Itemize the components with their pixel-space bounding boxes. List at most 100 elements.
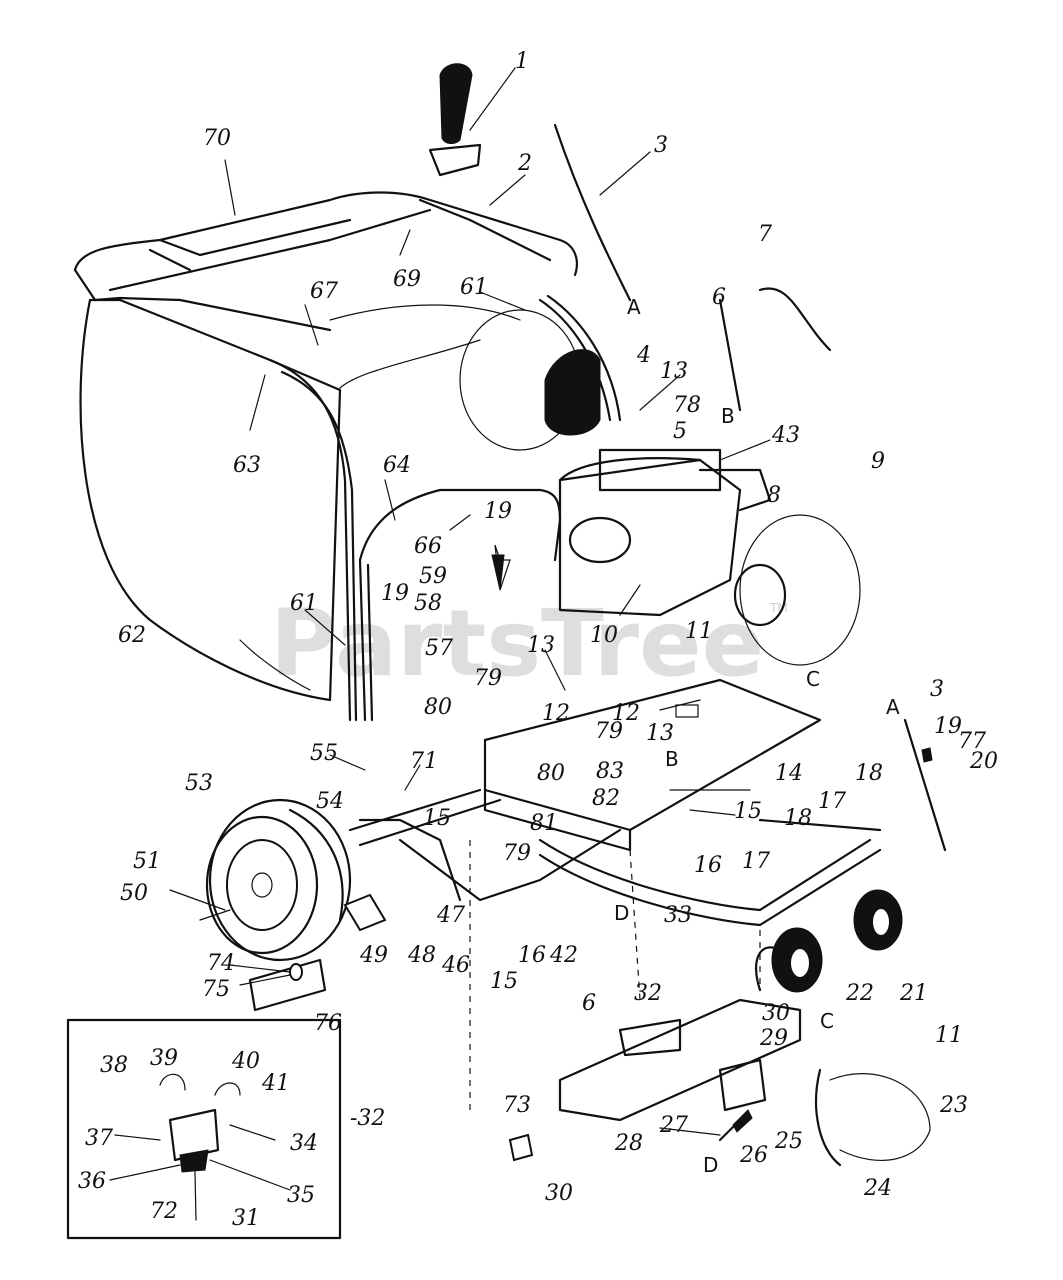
callout-29: 29 — [759, 1026, 788, 1051]
guide-lines — [469, 840, 761, 1110]
callout-24: 24 — [863, 1176, 892, 1201]
callout-B: B — [721, 404, 735, 428]
callout-61-left: 61 — [290, 591, 318, 616]
callout-58: 58 — [414, 591, 442, 616]
callout-43: 43 — [771, 423, 800, 448]
callout-53: 53 — [185, 771, 213, 796]
handle-frame — [268, 294, 622, 722]
callout-A: A — [627, 295, 641, 319]
callout-73: 73 — [503, 1093, 531, 1118]
callout-13-c: 13 — [646, 721, 674, 746]
callout-79-b: 79 — [595, 719, 623, 744]
callout-C: C — [806, 667, 820, 691]
callout-28: 28 — [614, 1131, 643, 1156]
deck-plate — [483, 678, 822, 852]
callout-36: 36 — [78, 1169, 106, 1194]
callout-80: 80 — [424, 695, 452, 720]
callout-9: 9 — [871, 449, 885, 474]
callout-2: 2 — [517, 151, 532, 176]
callout-17-b: 17 — [742, 849, 770, 874]
inset-box — [66, 1018, 342, 1240]
callout-51: 51 — [133, 849, 161, 874]
callout-59: 59 — [419, 564, 447, 589]
leader-lines — [109, 67, 771, 1191]
callout-79: 79 — [474, 666, 502, 691]
callout-33: 33 — [664, 903, 692, 928]
front-assembly — [558, 946, 931, 1167]
callout-10: 10 — [590, 623, 618, 648]
callout-C-lower: C — [820, 1009, 834, 1033]
callout-6-b: 6 — [582, 991, 596, 1016]
callout-76: 76 — [314, 1011, 342, 1036]
callout-21: 21 — [899, 981, 928, 1006]
callout-22: 22 — [845, 981, 874, 1006]
callout-48: 48 — [407, 943, 436, 968]
impeller-housing — [733, 514, 861, 666]
callout-3: 3 — [654, 133, 668, 158]
callout-32: 32 — [634, 981, 662, 1006]
callout-41: 41 — [261, 1071, 290, 1096]
callout-74: 74 — [207, 951, 235, 976]
callout-61: 61 — [460, 275, 488, 300]
callout-31: 31 — [232, 1206, 260, 1231]
callout-27: 27 — [659, 1113, 688, 1138]
bag-frame-top — [73, 191, 578, 332]
callout-83: 83 — [596, 759, 624, 784]
callout-63: 63 — [233, 453, 261, 478]
bracket-76 — [248, 958, 327, 1012]
callout-19-right: 19 — [934, 714, 962, 739]
callout-A-right: A — [886, 695, 900, 719]
callout-30-b: 30 — [545, 1181, 573, 1206]
callout-66: 66 — [414, 534, 442, 559]
callout-75: 75 — [202, 977, 230, 1002]
callout-13-b: 13 — [527, 633, 555, 658]
callout-labels: 1 2 3 70 69 7 6 67 61 A 4 13 78 63 64 5 … — [78, 49, 998, 1231]
callout-38: 38 — [100, 1053, 128, 1078]
callout-16: 16 — [694, 853, 722, 878]
callout-5: 5 — [673, 419, 687, 444]
callout-67: 67 — [310, 279, 338, 304]
callout-54: 54 — [316, 789, 344, 814]
callout-77: 77 — [958, 729, 986, 754]
callout-18-b: 18 — [784, 806, 812, 831]
chassis — [348, 788, 882, 927]
rear-wheel — [205, 798, 352, 962]
callout-49: 49 — [359, 943, 388, 968]
callout-26: 26 — [739, 1143, 768, 1168]
callout-D: D — [614, 901, 629, 925]
callout-6: 6 — [712, 285, 726, 310]
callout-20: 20 — [969, 749, 998, 774]
callout-19-left: 19 — [381, 581, 409, 606]
callout-11: 11 — [685, 619, 713, 644]
handle-grip — [428, 63, 482, 177]
bushing-73 — [508, 1133, 534, 1162]
callout-80-b: 80 — [537, 761, 565, 786]
callout-12: 12 — [542, 701, 570, 726]
callout-13: 13 — [660, 359, 688, 384]
callout-8: 8 — [767, 483, 781, 508]
callout-3-right: 3 — [930, 677, 944, 702]
cable-assembly — [491, 123, 947, 852]
callout-4: 4 — [636, 343, 651, 368]
callout-7: 7 — [758, 222, 772, 247]
callout-17: 17 — [818, 789, 846, 814]
callout-B-lower: B — [665, 747, 679, 771]
callout-50: 50 — [120, 881, 148, 906]
partstree-watermark: PartsTree — [270, 590, 764, 697]
engine — [459, 309, 772, 617]
callout-64: 64 — [383, 453, 411, 478]
callout-34: 34 — [290, 1131, 318, 1156]
callout-25: 25 — [774, 1129, 803, 1154]
callout-37: 37 — [85, 1126, 113, 1151]
callout-D-lower: D — [703, 1153, 718, 1177]
callout-11-b: 11 — [935, 1023, 963, 1048]
callout-15-b: 15 — [734, 799, 762, 824]
callout-69: 69 — [393, 267, 421, 292]
callout-71: 71 — [410, 749, 438, 774]
callout-18: 18 — [855, 761, 883, 786]
callout-70: 70 — [203, 126, 231, 151]
callout-14: 14 — [775, 761, 803, 786]
callout-62: 62 — [118, 623, 146, 648]
callout-1: 1 — [515, 49, 529, 74]
